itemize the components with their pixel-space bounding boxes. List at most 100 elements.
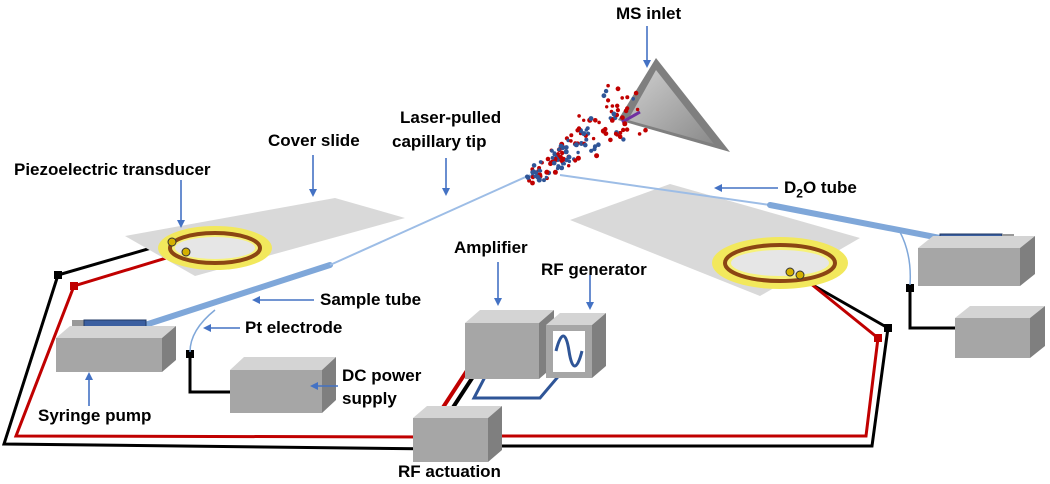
droplet-blue xyxy=(611,111,617,117)
droplet-red xyxy=(559,158,564,163)
droplet-red xyxy=(556,152,560,156)
left-red-connector xyxy=(70,282,78,290)
droplet-red xyxy=(613,131,618,136)
droplet-red xyxy=(625,106,630,111)
left-piezo-transducer xyxy=(158,226,272,270)
droplet-red xyxy=(605,105,609,109)
right-red-connector xyxy=(874,334,882,342)
label-pt-electrode: Pt electrode xyxy=(245,318,343,337)
droplet-blue xyxy=(588,116,594,121)
dc-wire xyxy=(188,354,235,394)
droplet-red xyxy=(594,153,600,159)
droplet-blue xyxy=(564,157,569,162)
right-box-plug xyxy=(906,284,914,292)
right-piezo-transducer xyxy=(712,237,848,289)
droplet-red xyxy=(633,90,639,96)
droplet-red xyxy=(530,180,535,186)
droplet-blue xyxy=(557,147,561,152)
label-ms-inlet: MS inlet xyxy=(616,4,682,23)
droplet-red xyxy=(624,127,630,132)
droplet-blue xyxy=(538,160,543,164)
droplet-blue xyxy=(581,131,587,137)
droplet-blue xyxy=(592,147,597,152)
droplet-red xyxy=(618,130,623,135)
droplet-blue xyxy=(525,175,531,180)
droplet-red xyxy=(625,95,630,100)
dc-power-supply-box xyxy=(230,357,336,413)
label-cover-slide: Cover slide xyxy=(268,131,360,150)
droplet-blue xyxy=(585,126,590,131)
label-piezo-transducer: Piezoelectric transducer xyxy=(14,160,211,179)
droplet-blue xyxy=(552,151,557,155)
droplet-red xyxy=(576,126,582,131)
droplet-red xyxy=(575,155,581,161)
label-rf-generator: RF generator xyxy=(541,260,647,279)
label-supply: supply xyxy=(342,389,397,408)
label-dc-power: DC power xyxy=(342,366,422,385)
label-amplifier: Amplifier xyxy=(454,238,528,257)
right-black-wire xyxy=(480,270,890,448)
droplet-blue xyxy=(631,97,635,101)
droplet-blue xyxy=(556,164,561,169)
droplet-red xyxy=(593,118,598,123)
right-black-connector xyxy=(884,324,892,332)
rf-generator-box xyxy=(546,313,606,378)
rf-cable xyxy=(471,371,564,400)
droplet-red xyxy=(615,103,620,109)
left-black-wire xyxy=(1,240,441,451)
droplet-red xyxy=(620,96,624,100)
droplet-red xyxy=(608,137,613,143)
droplet-blue xyxy=(578,141,584,146)
right-red-wire xyxy=(480,273,880,438)
droplet-blue xyxy=(603,88,609,94)
rf-actuation-box xyxy=(413,406,502,462)
dc-wire-plug xyxy=(186,350,194,358)
label-syringe-pump: Syringe pump xyxy=(38,406,152,425)
droplet-blue xyxy=(564,145,569,150)
droplet-plume xyxy=(525,83,648,186)
d2o-subscript: 2 xyxy=(796,186,803,201)
droplet-red xyxy=(582,118,586,123)
droplet-red xyxy=(569,139,573,143)
label-capillary-tip: capillary tip xyxy=(392,132,487,151)
droplet-red xyxy=(606,98,611,103)
label-sample-tube: Sample tube xyxy=(320,290,422,309)
droplet-blue xyxy=(536,174,540,179)
sample-tube-assembly xyxy=(142,174,531,353)
droplet-blue xyxy=(533,174,537,178)
droplet-red xyxy=(609,118,615,123)
droplet-red xyxy=(610,104,615,108)
droplet-red xyxy=(552,169,558,175)
droplet-red xyxy=(615,108,621,113)
droplet-red xyxy=(643,127,648,133)
d2o-tube-assembly xyxy=(559,174,943,286)
droplet-red xyxy=(591,136,596,141)
amplifier-box xyxy=(465,310,554,379)
syringe-pump-box xyxy=(56,326,176,372)
label-d2o-tube: D2O tube xyxy=(784,178,857,203)
label-laser-pulled: Laser-pulled xyxy=(400,108,502,127)
droplet-blue xyxy=(550,156,555,160)
droplet-red xyxy=(577,114,581,118)
droplet-blue xyxy=(584,137,589,142)
droplet-blue xyxy=(573,142,579,148)
droplet-red xyxy=(569,133,574,138)
droplet-blue xyxy=(533,170,539,175)
droplet-red xyxy=(545,156,551,162)
droplet-red xyxy=(606,83,610,88)
d2o-suffix: O tube xyxy=(802,178,857,197)
droplet-blue xyxy=(596,142,601,147)
droplet-blue xyxy=(583,142,588,148)
droplet-blue xyxy=(601,93,607,99)
droplet-red xyxy=(635,107,640,112)
right-pump-box xyxy=(918,236,1035,286)
left-red-wire xyxy=(13,250,441,439)
droplet-blue xyxy=(576,150,580,155)
droplet-red xyxy=(560,150,565,156)
left-black-connector xyxy=(54,271,62,279)
droplet-red xyxy=(620,115,625,120)
droplet-red xyxy=(615,86,621,92)
droplet-blue xyxy=(531,163,537,168)
label-rf-actuation: RF actuation xyxy=(398,462,501,481)
droplet-red xyxy=(621,127,626,133)
